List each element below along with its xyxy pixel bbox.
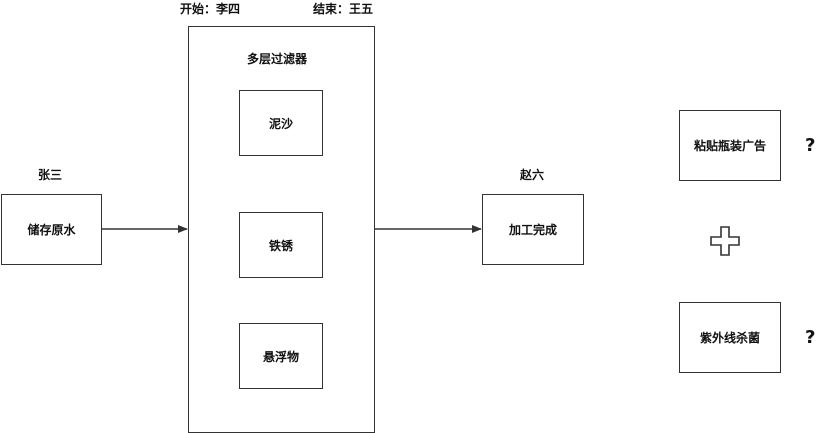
mud-sand-node[interactable]: 泥沙: [239, 90, 323, 156]
bottle-label-ad-node[interactable]: 粘贴瓶装广告: [679, 110, 781, 181]
rust-node[interactable]: 铁锈: [239, 212, 323, 278]
zhangsan-label: 张三: [38, 168, 63, 182]
suspended-matter-node[interactable]: 悬浮物: [239, 323, 323, 389]
question-mark-top: ?: [805, 135, 816, 156]
plus-icon: [710, 226, 740, 256]
store-raw-water-node[interactable]: 储存原水: [1, 194, 102, 265]
start-label: 开始：李四: [180, 2, 241, 16]
question-mark-bottom: ?: [805, 327, 816, 348]
end-label: 结束：王五: [313, 2, 374, 16]
uv-sterilization-node[interactable]: 紫外线杀菌: [679, 302, 781, 373]
zhaoliu-label: 赵六: [520, 168, 545, 182]
processing-done-node[interactable]: 加工完成: [482, 194, 584, 265]
multilayer-filter-title: 多层过滤器: [247, 52, 308, 66]
